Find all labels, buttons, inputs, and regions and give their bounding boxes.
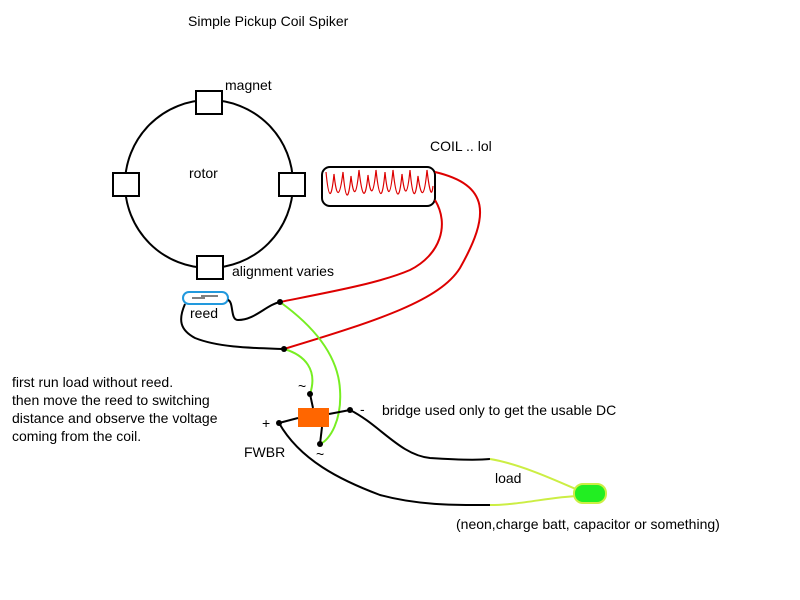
terminal-ac-top	[307, 391, 313, 397]
dc-wire-negative	[349, 409, 491, 461]
ac-bottom-label: ~	[316, 446, 324, 462]
plus-label: +	[262, 415, 270, 431]
bridge-label: FWBR	[244, 444, 285, 460]
dc-wire-positive	[278, 422, 491, 507]
alignment-label: alignment varies	[232, 263, 334, 279]
reed-label: reed	[190, 305, 218, 321]
ac-wire-outer	[279, 301, 342, 445]
coil-windings	[325, 169, 434, 196]
terminal-ac-bottom	[317, 441, 323, 447]
load-note: (neon,charge batt, capacitor or somethin…	[456, 516, 720, 532]
reed-switch	[182, 291, 229, 305]
instruction-line-4: coming from the coil.	[12, 428, 141, 444]
coil-body	[321, 166, 436, 207]
magnet-right	[278, 172, 306, 197]
magnet-left	[112, 172, 140, 197]
instruction-line-3: distance and observe the voltage	[12, 410, 218, 426]
load-wire-top	[489, 458, 579, 491]
instruction-line-2: then move the reed to switching	[12, 392, 210, 408]
bridge-note: bridge used only to get the usable DC	[382, 402, 616, 418]
reed-wire-left	[180, 303, 285, 350]
bridge-rectifier	[298, 408, 329, 427]
coil-lead-inner	[279, 199, 443, 303]
rotor-label: rotor	[189, 165, 218, 181]
load-bulb	[573, 483, 607, 504]
diagram-title: Simple Pickup Coil Spiker	[188, 13, 349, 29]
magnet-label: magnet	[225, 77, 272, 93]
magnet-bottom	[196, 255, 224, 280]
minus-label: -	[360, 401, 365, 417]
instruction-line-1: first run load without reed.	[12, 374, 173, 390]
coil-lead-outer	[283, 171, 481, 350]
ac-top-label: ~	[298, 378, 306, 394]
rotor-circle	[124, 99, 294, 269]
reed-wire-right	[227, 299, 281, 322]
bridge-lead-plus	[278, 417, 299, 424]
coil-label: COIL .. lol	[430, 138, 492, 154]
junction-dot-upper	[277, 299, 283, 305]
load-label: load	[495, 470, 521, 486]
ac-wire-inner	[283, 348, 314, 395]
junction-dot-lower	[281, 346, 287, 352]
bridge-lead-minus	[328, 409, 351, 415]
load-wire-bottom	[489, 495, 579, 506]
magnet-top	[195, 90, 223, 115]
